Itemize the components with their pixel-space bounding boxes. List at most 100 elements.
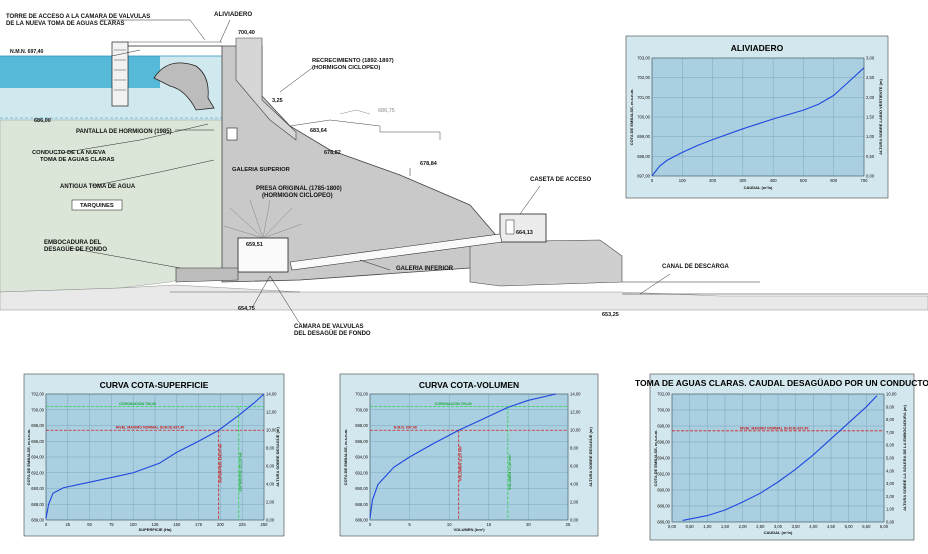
data-curve (651, 67, 865, 177)
x-tick-label: 0 (369, 522, 372, 527)
label-chamber-2: DEL DESAGÜE DE FONDO (294, 330, 371, 337)
y2-tick-label: 4,00 (886, 468, 895, 473)
x-tick-label: 3,00 (774, 524, 783, 529)
y2-tick-label: 4,00 (266, 482, 275, 487)
y-tick-label: 688,00 (31, 502, 44, 507)
x-tick-label: 125 (152, 522, 160, 527)
crest-level-label: CORONACION 700,40 (435, 402, 472, 406)
label-elev-65475: 654,75 (238, 306, 255, 312)
y-tick-label: 698,00 (657, 424, 670, 429)
y-tick-label: 700,00 (657, 408, 670, 413)
label-elev-67884: 678,84 (420, 161, 438, 167)
y-tick-label: 690,00 (355, 486, 368, 491)
y-tick-label: 702,00 (31, 392, 44, 397)
y2-tick-label: 2,00 (886, 494, 895, 499)
y2-tick-label: 0,50 (866, 154, 875, 159)
label-bottom-2: DESAGÜE DE FONDO (44, 246, 107, 253)
y2-tick-label: 8,00 (886, 417, 895, 422)
y-tick-label: 696,00 (657, 440, 670, 445)
label-pantalla: PANTALLA DE HORMIGON (1985) (76, 129, 172, 135)
chart-surface-xlabel: SUPERFICIE (Ha) (139, 527, 173, 532)
label-elev-68600: 686,00 (34, 118, 51, 124)
y-tick-label: 692,00 (657, 472, 670, 477)
x-tick-label: 0,00 (668, 524, 677, 529)
y2-tick-label: 12,00 (266, 410, 277, 415)
label-elev-68675: 686,75 (378, 108, 395, 114)
y-tick-label: 700,00 (31, 407, 44, 412)
label-elev-68364: 683,64 (310, 128, 328, 134)
x-tick-label: 15 (486, 522, 491, 527)
y-tick-label: 698,00 (637, 154, 650, 159)
y2-tick-label: 9,00 (886, 404, 895, 409)
y2-tick-label: 0,00 (866, 174, 875, 179)
red-vertical-label: SUPERFICIE 198,00 Ha (219, 443, 223, 483)
label-old-intake: ANTIGUA TOMA DE AGUA (60, 184, 136, 190)
label-original-1: PRESA ORIGINAL (1785-1800) (256, 186, 342, 192)
x-tick-label: 100 (130, 522, 138, 527)
x-tick-label: 250 (261, 522, 269, 527)
y2-tick-label: 6,00 (266, 464, 275, 469)
chart-spillway-title: ALIVIADERO (731, 43, 784, 53)
label-lower-gallery: GALERIA INFERIOR (396, 266, 454, 272)
y-tick-label: 697,00 (637, 174, 650, 179)
chart-volume-title: CURVA COTA-VOLUMEN (419, 380, 519, 390)
y2-tick-label: 14,00 (570, 392, 581, 397)
x-tick-label: 10 (447, 522, 452, 527)
y-tick-label: 698,00 (31, 423, 44, 428)
y-tick-label: 688,00 (355, 502, 368, 507)
chart-volume-ylabel: COTA DE EMBALSE, m.s.n.m. (343, 429, 348, 486)
label-elev-65325: 653,25 (602, 312, 619, 318)
x-tick-label: 100 (679, 178, 687, 183)
y2-tick-label: 0,00 (266, 518, 275, 523)
x-tick-label: 0 (651, 178, 654, 183)
spillway-ogee (153, 62, 215, 111)
nmn-level-label: NIVEL MAXIMO NORMAL (N.M.N) 697,40 (116, 426, 185, 430)
upper-gallery (226, 127, 238, 141)
chart-spillway-xlabel: CAUDAL (m³/s) (744, 185, 773, 190)
x-tick-label: 5 (408, 522, 411, 527)
y2-tick-label: 10,00 (886, 392, 897, 397)
y-tick-label: 702,00 (657, 392, 670, 397)
label-spillway: ALIVIADERO (214, 11, 252, 18)
downstream-apron (469, 239, 623, 287)
label-canal: CANAL DE DESCARGA (662, 264, 730, 270)
y-tick-label: 694,00 (31, 455, 44, 460)
label-regrowth-1: RECRECIMIENTO (1892-1897) (312, 58, 394, 64)
x-tick-label: 200 (709, 178, 717, 183)
svg-text:TORRE DE ACCESO A LA CAMARA DE: TORRE DE ACCESO A LA CAMARA DE VALVULAS (6, 14, 150, 20)
label-conduit-1: CONDUCTO DE LA NUEVA (32, 150, 106, 156)
x-tick-label: 700 (861, 178, 869, 183)
y2-tick-label: 0,00 (886, 520, 895, 525)
x-tick-label: 0 (45, 522, 48, 527)
chart-intake-ylabel: COTA DE EMBALSE, m.s.n.m. (653, 430, 658, 487)
x-tick-label: 150 (173, 522, 181, 527)
nmn-level-label: N.M.N. 697,40 (394, 426, 417, 430)
y2-tick-label: 2,00 (266, 500, 275, 505)
x-tick-label: 5,00 (845, 524, 854, 529)
y2-tick-label: 6,00 (886, 443, 895, 448)
intake-tower (111, 41, 129, 107)
x-tick-label: 50 (87, 522, 92, 527)
label-tower-1: TORRE DE ACCESO A LA CAMARA DE VALVULAS (6, 14, 150, 20)
label-tarquines: TARQUINES (80, 203, 114, 209)
x-tick-label: 5,50 (862, 524, 871, 529)
bottom-outlet (175, 267, 239, 283)
chart-surface-title: CURVA COTA-SUPERFICIE (100, 380, 209, 390)
label-elev-67882: 678,82 (324, 150, 341, 156)
y-tick-label: 692,00 (355, 470, 368, 475)
y2-tick-label: 12,00 (570, 410, 581, 415)
x-tick-label: 200 (217, 522, 225, 527)
x-tick-label: 0,50 (686, 524, 695, 529)
x-tick-label: 25 (65, 522, 70, 527)
label-elev-65951: 659,51 (246, 242, 263, 248)
y2-tick-label: 2,00 (866, 95, 875, 100)
label-conduit-2: TOMA DE AGUAS CLARAS (40, 157, 115, 163)
label-bottom-1: EMBOCADURA DEL (44, 240, 102, 246)
y-tick-label: 686,00 (355, 518, 368, 523)
chart-intake: TOMA DE AGUAS CLARAS. CAUDAL DESAGÜADO P… (635, 373, 928, 541)
x-tick-label: 1,00 (703, 524, 712, 529)
